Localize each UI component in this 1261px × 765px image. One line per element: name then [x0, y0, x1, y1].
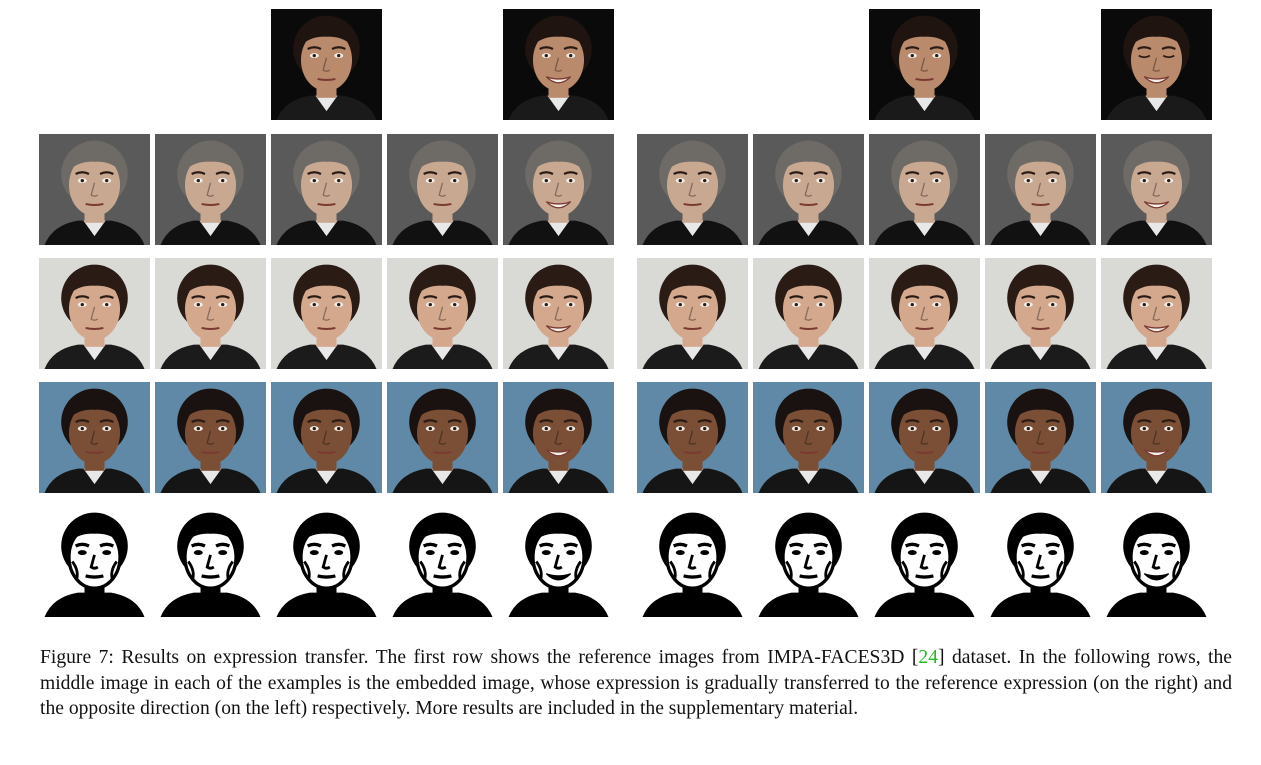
transfer-face-image-r4-c6: [637, 382, 748, 493]
transfer-face-image-r3-c9: [985, 258, 1096, 369]
transfer-face-image-r2-c7: [753, 134, 864, 245]
transfer-face-image-r3-c4: [387, 258, 498, 369]
caption-text-start: Figure 7: Results on expression transfer…: [40, 647, 919, 668]
transfer-face-image-r5-c7: [753, 506, 864, 617]
transfer-face-image-r3-c2: [155, 258, 266, 369]
transfer-face-image-r2-c4: [387, 134, 498, 245]
transfer-face-image-r4-c10: [1101, 382, 1212, 493]
transfer-face-image-r5-c2: [155, 506, 266, 617]
transfer-face-image-r5-c1: [39, 506, 150, 617]
transfer-face-image-r5-c8: [869, 506, 980, 617]
transfer-face-image-r3-c1: [39, 258, 150, 369]
transfer-face-image-r2-c3: [271, 134, 382, 245]
citation-link-24[interactable]: 24: [918, 647, 938, 668]
transfer-face-image-r4-c8: [869, 382, 980, 493]
transfer-face-image-r3-c8: [869, 258, 980, 369]
expression-transfer-figure: [39, 9, 1212, 617]
transfer-face-image-r3-c5: [503, 258, 614, 369]
transfer-face-image-r2-c2: [155, 134, 266, 245]
figure-caption: Figure 7: Results on expression transfer…: [40, 645, 1232, 722]
transfer-face-image-r4-c4: [387, 382, 498, 493]
transfer-face-image-r2-c1: [39, 134, 150, 245]
caption-text-end: ] dataset. In the following rows, the mi…: [40, 647, 1232, 719]
transfer-face-image-r3-c3: [271, 258, 382, 369]
reference-face-image-r1-c8: [869, 9, 980, 120]
transfer-face-image-r4-c1: [39, 382, 150, 493]
transfer-face-image-r3-c7: [753, 258, 864, 369]
transfer-face-image-r4-c9: [985, 382, 1096, 493]
transfer-face-image-r3-c6: [637, 258, 748, 369]
reference-face-image-r1-c3: [271, 9, 382, 120]
transfer-face-image-r4-c3: [271, 382, 382, 493]
transfer-face-image-r5-c5: [503, 506, 614, 617]
reference-face-image-r1-c10: [1101, 9, 1212, 120]
transfer-face-image-r4-c7: [753, 382, 864, 493]
transfer-face-image-r5-c3: [271, 506, 382, 617]
transfer-face-image-r2-c5: [503, 134, 614, 245]
transfer-face-image-r2-c6: [637, 134, 748, 245]
reference-face-image-r1-c5: [503, 9, 614, 120]
transfer-face-image-r5-c9: [985, 506, 1096, 617]
transfer-face-image-r2-c9: [985, 134, 1096, 245]
transfer-face-image-r5-c6: [637, 506, 748, 617]
transfer-face-image-r4-c5: [503, 382, 614, 493]
transfer-face-image-r5-c4: [387, 506, 498, 617]
transfer-face-image-r2-c10: [1101, 134, 1212, 245]
transfer-face-image-r5-c10: [1101, 506, 1212, 617]
transfer-face-image-r3-c10: [1101, 258, 1212, 369]
transfer-face-image-r2-c8: [869, 134, 980, 245]
transfer-face-image-r4-c2: [155, 382, 266, 493]
